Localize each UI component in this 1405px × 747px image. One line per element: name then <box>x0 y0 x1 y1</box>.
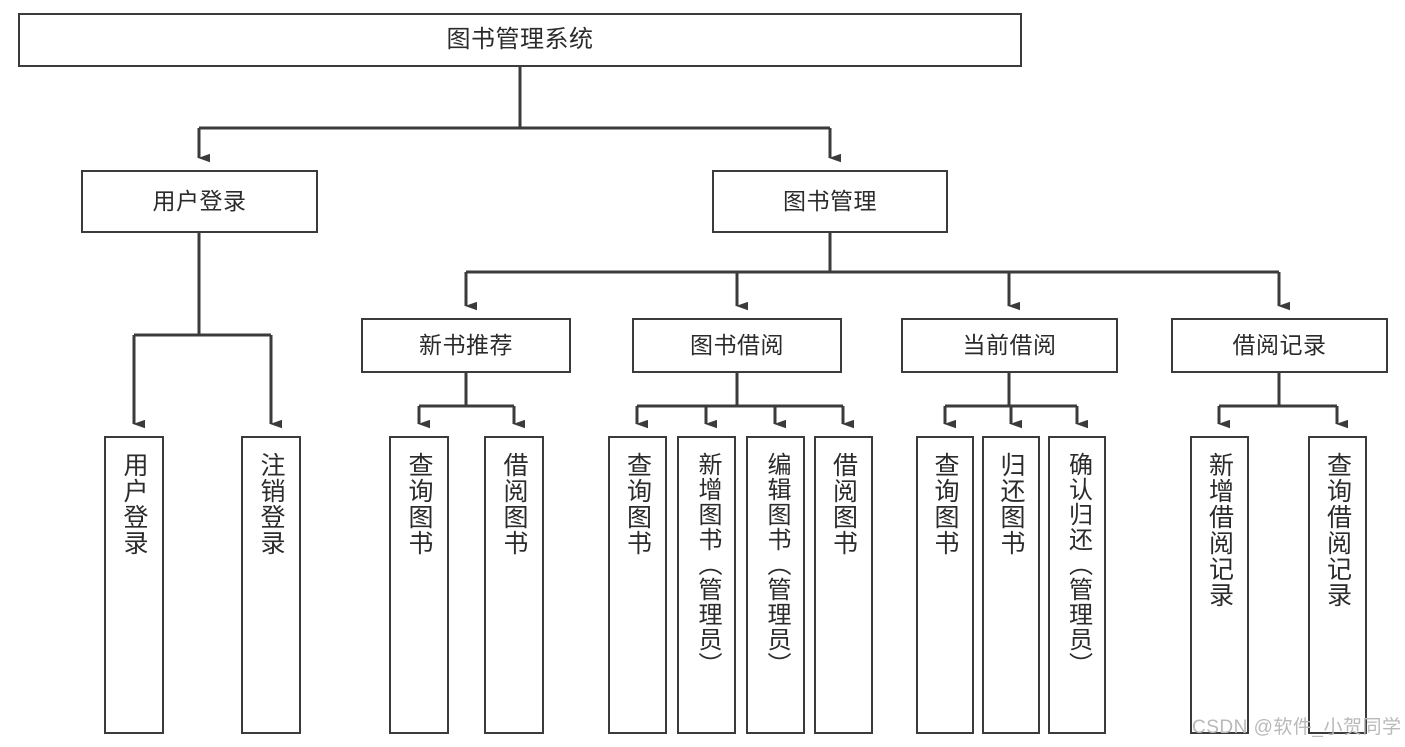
node-label: 图书管理系统 <box>446 25 594 53</box>
leaf-record-query-record[interactable]: 查询借阅记录 <box>1308 436 1367 734</box>
leaf-recommend-query-book[interactable]: 查询图书 <box>389 436 449 734</box>
node-label: 新增借阅记录 <box>1205 452 1234 608</box>
node-label: 用户登录 <box>120 452 148 556</box>
node-label: 查询图书 <box>931 452 959 556</box>
node-label: 借阅记录 <box>1232 331 1327 358</box>
node-root-system[interactable]: 图书管理系统 <box>18 13 1022 67</box>
leaf-record-add-record[interactable]: 新增借阅记录 <box>1190 436 1249 734</box>
leaf-current-return-book[interactable]: 归还图书 <box>982 436 1040 734</box>
leaf-borrow-edit-book-admin[interactable]: 编辑图书（管理员） <box>746 436 805 734</box>
node-label: 用户登录 <box>152 187 247 214</box>
node-label: 新增图书（管理员） <box>693 452 721 677</box>
leaf-current-confirm-return-admin[interactable]: 确认归还（管理员） <box>1048 436 1106 734</box>
leaf-user-login-signout[interactable]: 注销登录 <box>241 436 301 734</box>
node-label: 确认归还（管理员） <box>1064 452 1092 677</box>
node-label: 注销登录 <box>257 452 285 556</box>
leaf-borrow-borrow-book[interactable]: 借阅图书 <box>814 436 873 734</box>
node-label: 编辑图书（管理员） <box>762 452 790 677</box>
node-label: 借阅图书 <box>500 452 528 556</box>
leaf-user-login-signin[interactable]: 用户登录 <box>104 436 164 734</box>
leaf-borrow-query-book[interactable]: 查询图书 <box>608 436 667 734</box>
node-book-management[interactable]: 图书管理 <box>712 170 948 233</box>
watermark-text: CSDN @软件_小贺同学 <box>1192 717 1402 738</box>
node-label: 查询图书 <box>623 452 652 556</box>
node-label: 图书管理 <box>783 187 877 214</box>
node-label: 新书推荐 <box>419 331 513 358</box>
node-label: 查询借阅记录 <box>1323 452 1352 608</box>
node-user-login[interactable]: 用户登录 <box>81 170 318 233</box>
node-new-book-recommend[interactable]: 新书推荐 <box>361 318 571 373</box>
node-book-borrow[interactable]: 图书借阅 <box>632 318 842 373</box>
node-current-borrow[interactable]: 当前借阅 <box>901 318 1118 373</box>
leaf-borrow-add-book-admin[interactable]: 新增图书（管理员） <box>677 436 736 734</box>
node-label: 借阅图书 <box>829 452 858 556</box>
node-label: 查询图书 <box>405 452 433 556</box>
node-borrow-record[interactable]: 借阅记录 <box>1171 318 1388 373</box>
node-label: 图书借阅 <box>690 331 784 358</box>
leaf-recommend-borrow-book[interactable]: 借阅图书 <box>484 436 544 734</box>
node-label: 归还图书 <box>997 452 1025 556</box>
node-label: 当前借阅 <box>962 331 1057 358</box>
leaf-current-query-book[interactable]: 查询图书 <box>916 436 974 734</box>
